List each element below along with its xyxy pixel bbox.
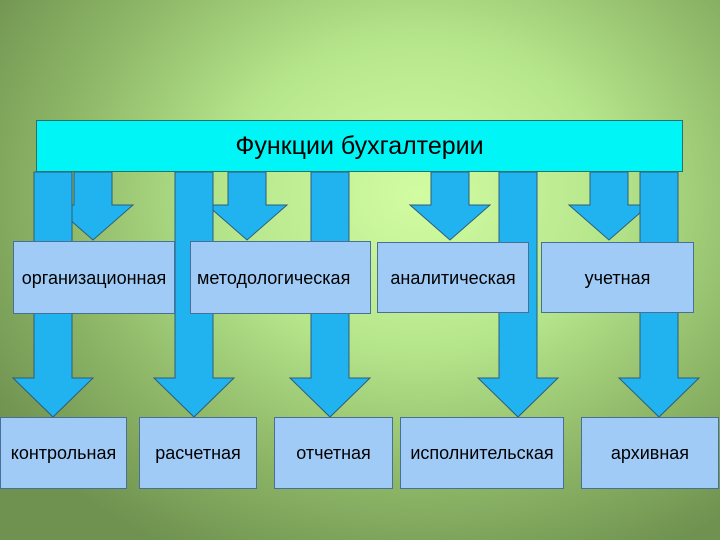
arrow-to-analytical bbox=[408, 171, 492, 241]
arrow-to-methodological bbox=[205, 171, 289, 241]
diagram-title: Функции бухгалтерии bbox=[36, 120, 683, 172]
function-box-analytical: аналитическая bbox=[377, 242, 529, 313]
function-box-accounting: учетная bbox=[541, 242, 694, 313]
function-box-methodological: методологическая bbox=[190, 241, 371, 314]
function-box-organizational: организационная bbox=[13, 241, 175, 314]
function-box-control: контрольная bbox=[0, 417, 127, 489]
function-box-settlement: расчетная bbox=[139, 417, 257, 489]
function-box-archive: архивная bbox=[581, 417, 719, 489]
arrow-to-accounting bbox=[567, 171, 651, 241]
function-box-executive: исполнительская bbox=[400, 417, 564, 489]
function-box-reporting: отчетная bbox=[274, 417, 393, 489]
